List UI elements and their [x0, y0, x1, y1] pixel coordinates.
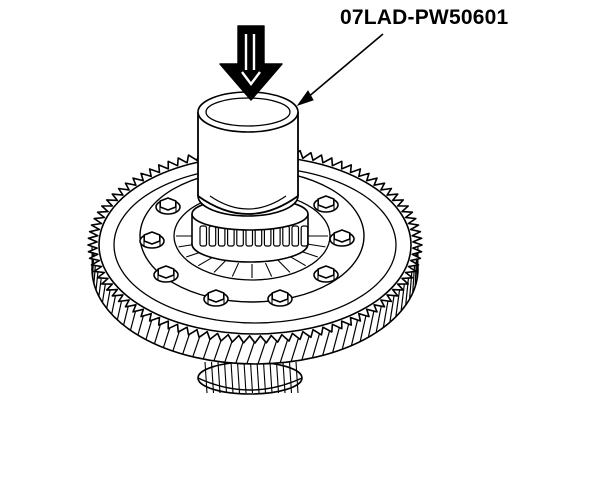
bearing-roller: [283, 226, 290, 246]
callout-leader-line: [298, 34, 383, 105]
tool-top-recess: [206, 98, 290, 126]
bearing-roller: [209, 226, 216, 246]
bolt-head: [158, 266, 174, 278]
bearing-roller: [292, 226, 299, 246]
tool-part-number-label: 07LAD-PW50601: [340, 6, 508, 30]
bearing-roller: [301, 226, 308, 246]
bolt-head: [318, 266, 334, 278]
bolt-head: [318, 196, 334, 208]
bolt-head: [334, 230, 350, 242]
bolt-head: [160, 198, 176, 210]
lower-bearing: [198, 362, 302, 394]
bolt-head: [144, 232, 160, 244]
leader-arrowhead: [298, 91, 313, 105]
down-arrow-icon: [220, 26, 282, 100]
installer-tool: [198, 92, 298, 216]
bolt-head: [272, 290, 288, 302]
bearing-roller: [200, 226, 207, 246]
press-direction-arrow: [220, 26, 282, 100]
leader-line: [307, 34, 383, 98]
bolt-head: [208, 290, 224, 302]
